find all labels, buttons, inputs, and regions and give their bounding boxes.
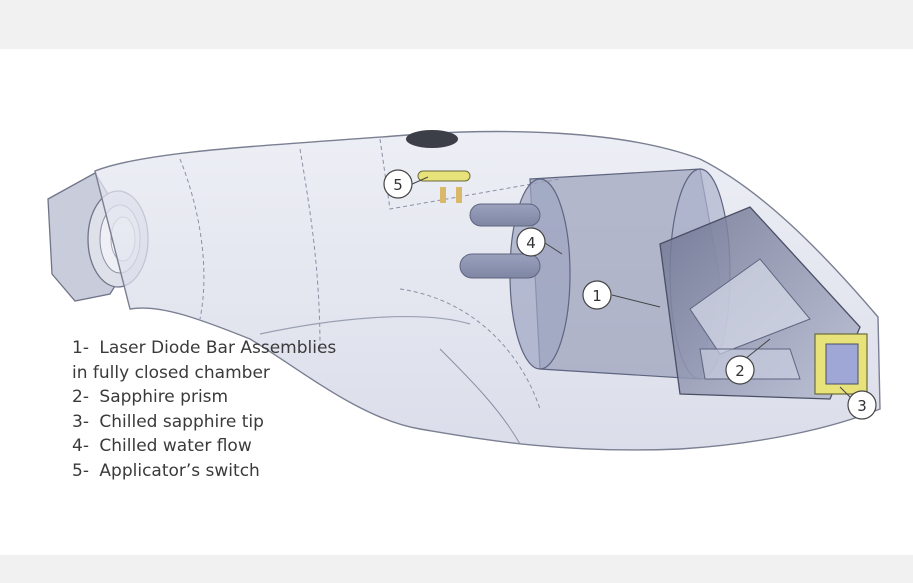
legend-item-2: 2- Sapphire prism [72, 385, 336, 410]
legend: 1- Laser Diode Bar Assemblies in fully c… [72, 336, 336, 483]
legend-num-4: 4- [72, 436, 89, 456]
diagram-frame: 5 4 1 2 3 [0, 49, 913, 555]
legend-item-4: 4- Chilled water flow [72, 434, 336, 459]
callout-2: 2 [725, 355, 755, 385]
legend-item-1: 1- Laser Diode Bar Assemblies [72, 336, 336, 361]
sapphire-tip [814, 333, 868, 395]
callout-4-label: 4 [526, 234, 536, 252]
callout-1: 1 [582, 280, 612, 310]
legend-num-1: 1- [72, 338, 89, 358]
callout-5-label: 5 [393, 176, 403, 194]
callout-4: 4 [516, 227, 546, 257]
legend-text-1: Laser Diode Bar Assemblies [99, 338, 337, 358]
callout-3-label: 3 [857, 397, 867, 415]
legend-text-5: Applicator’s switch [99, 460, 260, 481]
legend-item-3: 3- Chilled sapphire tip [72, 410, 336, 435]
applicator-diagram: 5 4 1 2 3 [47, 130, 881, 451]
callout-5: 5 [383, 169, 413, 199]
legend-text-4: Chilled water flow [99, 436, 252, 456]
legend-num-3: 3- [72, 411, 89, 432]
legend-num-2: 2- [72, 387, 89, 407]
legend-num-5: 5- [72, 460, 89, 481]
legend-item-1-continuation: in fully closed chamber [72, 362, 270, 383]
callout-1-label: 1 [592, 287, 602, 305]
water-tubes [459, 203, 541, 279]
callout-2-label: 2 [735, 362, 745, 380]
legend-item-5: 5- Applicator’s switch [72, 459, 336, 484]
switch-button [406, 130, 458, 148]
legend-text-3: Chilled sapphire tip [99, 411, 264, 432]
legend-text-2: Sapphire prism [99, 387, 229, 407]
switch-contacts [417, 170, 471, 203]
callout-3: 3 [847, 390, 877, 420]
